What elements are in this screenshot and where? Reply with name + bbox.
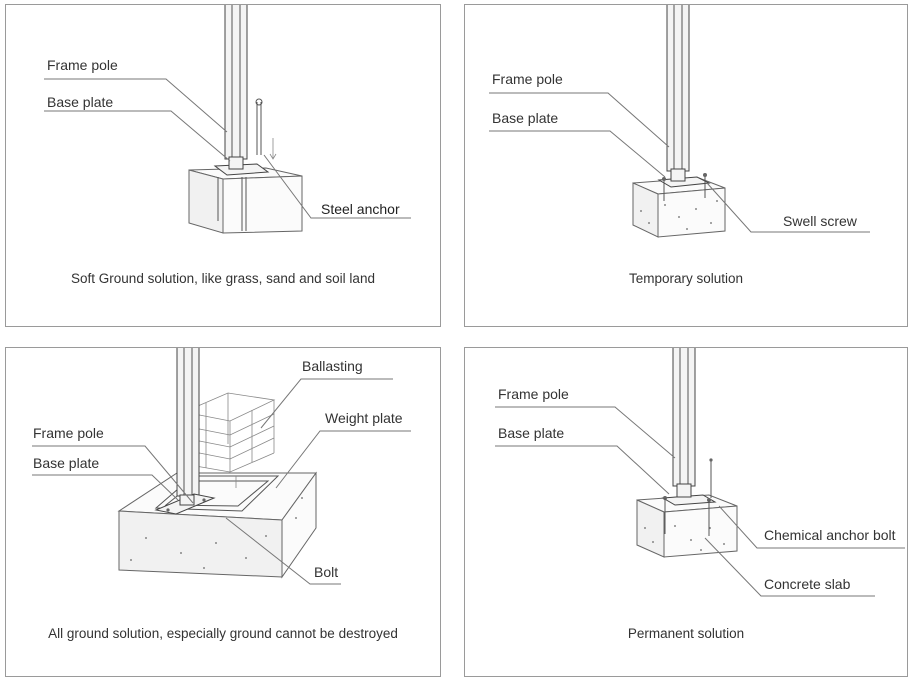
soft-ground-diagram — [44, 5, 411, 234]
caption-soft-ground: Soft Ground solution, like grass, sand a… — [71, 271, 375, 286]
label-ballasting: Ballasting — [302, 358, 363, 374]
panel-all-ground: Ballasting Weight plate Frame pole Base … — [5, 347, 441, 677]
label-base-plate: Base plate — [492, 110, 559, 126]
label-bolt: Bolt — [314, 564, 339, 580]
all-ground-diagram — [32, 348, 411, 585]
caption-all-ground: All ground solution, especially ground c… — [48, 626, 398, 641]
panel-temporary: Frame pole Base plate Swell screw Tempor… — [464, 4, 908, 327]
permanent-diagram — [495, 348, 905, 597]
panel-permanent: Frame pole Base plate Chemical anchor bo… — [464, 347, 908, 677]
label-frame-pole: Frame pole — [33, 425, 104, 441]
label-frame-pole: Frame pole — [498, 386, 569, 402]
label-concrete-slab: Concrete slab — [764, 576, 851, 592]
label-base-plate: Base plate — [498, 425, 565, 441]
label-frame-pole: Frame pole — [47, 57, 118, 73]
label-swell-screw: Swell screw — [783, 213, 857, 229]
label-base-plate: Base plate — [33, 455, 100, 471]
temporary-diagram — [489, 5, 870, 238]
label-frame-pole: Frame pole — [492, 71, 563, 87]
panel-soft-ground: Frame pole Base plate Steel anchor Soft … — [5, 4, 441, 327]
label-weight-plate: Weight plate — [325, 410, 403, 426]
label-base-plate: Base plate — [47, 94, 114, 110]
label-chemical-anchor-bolt: Chemical anchor bolt — [764, 527, 896, 543]
caption-temporary: Temporary solution — [628, 271, 744, 286]
label-steel-anchor: Steel anchor — [321, 201, 400, 217]
caption-permanent: Permanent solution — [627, 626, 745, 641]
